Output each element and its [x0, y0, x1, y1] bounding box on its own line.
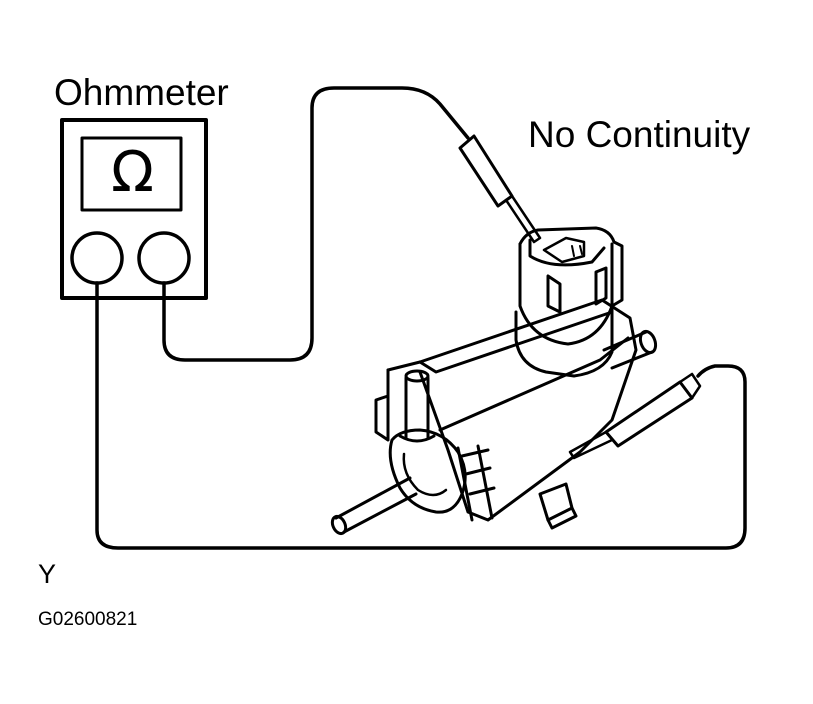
ohmmeter-terminal-left — [70, 231, 124, 285]
ohmmeter-display — [80, 136, 183, 212]
ohmmeter-label: Ohmmeter — [54, 72, 229, 113]
upper-probe — [458, 134, 542, 244]
valve-housing — [386, 298, 638, 522]
vsv-valve — [330, 226, 658, 536]
ohmmeter-body — [60, 118, 208, 300]
ohmmeter-terminal-right — [137, 231, 191, 285]
result-label: No Continuity — [528, 114, 751, 155]
figure-code: G02600821 — [38, 609, 138, 630]
valve-connector — [514, 298, 614, 378]
probe-lead-upper — [162, 86, 470, 362]
ohm-symbol-icon: Ω — [111, 140, 154, 205]
valve-top-nozzle — [404, 376, 430, 440]
corner-mark: Y — [38, 559, 57, 589]
lower-probe — [568, 372, 702, 460]
valve-mounting-tab — [538, 482, 574, 522]
valve-inlet-pipe — [334, 476, 418, 534]
probe-lead-lower — [95, 281, 747, 550]
